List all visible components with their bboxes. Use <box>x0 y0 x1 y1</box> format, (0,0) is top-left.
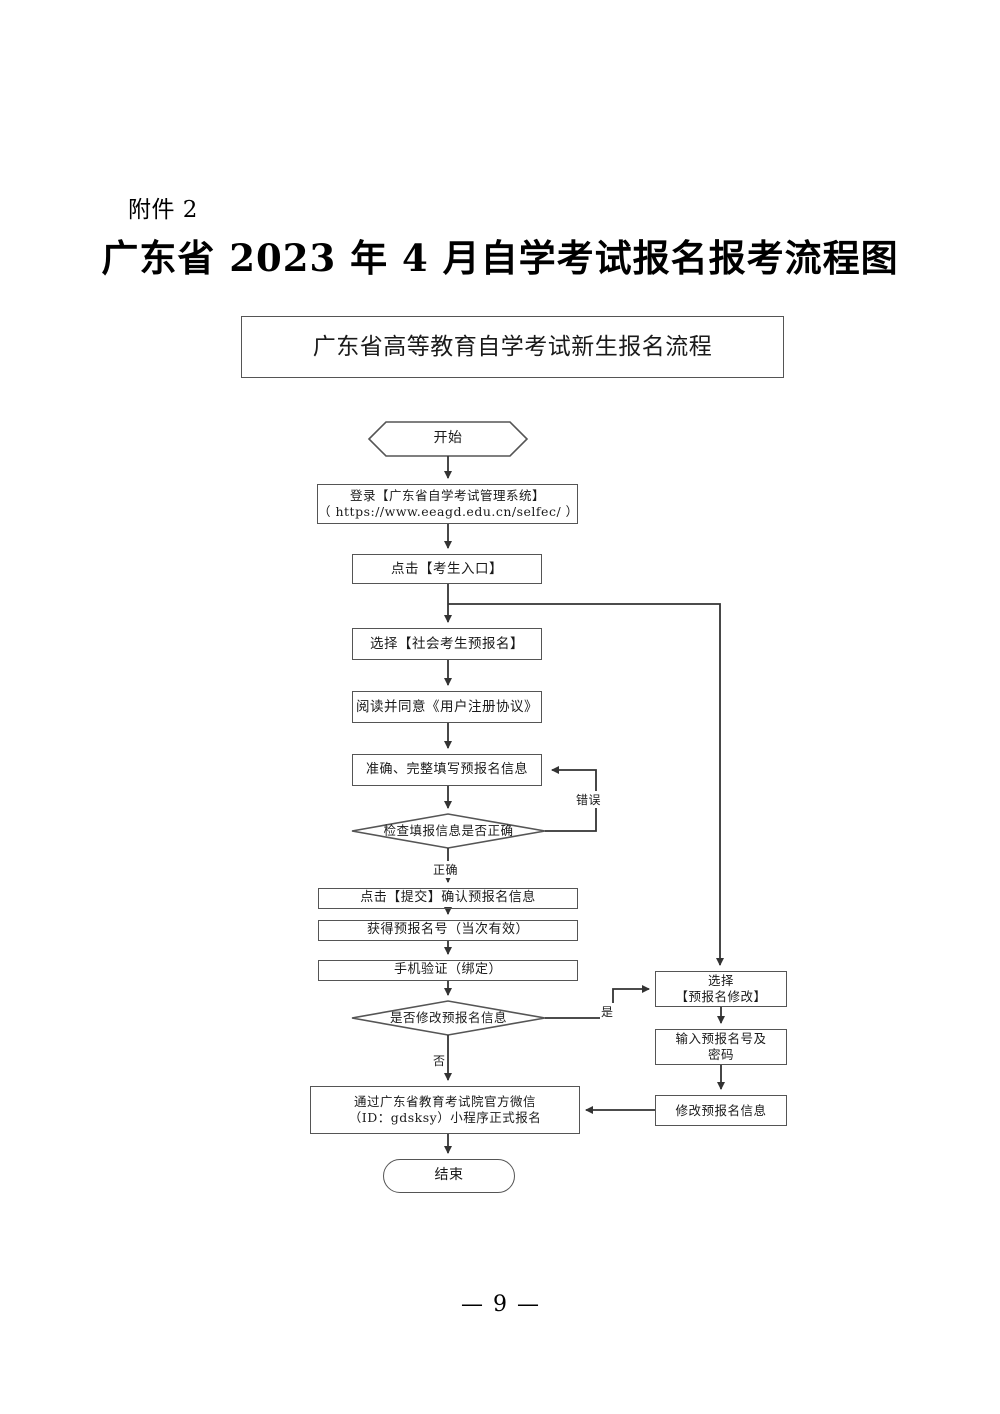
node-login-system: 登录【广东省自学考试管理系统】 （ https://www.eeagd.edu.… <box>317 484 578 524</box>
node-start-label: 开始 <box>433 430 463 447</box>
node-phone-verification: 手机验证（绑定） <box>318 960 578 981</box>
node-modify-registration-info-label: 修改预报名信息 <box>675 1102 767 1118</box>
footer-dash-right: — <box>517 1292 539 1317</box>
node-check-info-decision: 检查填报信息是否正确 <box>352 814 545 848</box>
node-candidate-portal-label: 点击【考生入口】 <box>391 560 503 577</box>
edge-label-error: 错误 <box>575 791 603 808</box>
node-get-registration-number-label: 获得预报名号（当次有效） <box>366 922 529 938</box>
node-need-modify-decision: 是否修改预报名信息 <box>352 1001 545 1035</box>
node-submit-confirm-label: 点击【提交】确认预报名信息 <box>360 890 536 906</box>
flowchart-header-text: 广东省高等教育自学考试新生报名流程 <box>312 333 713 360</box>
node-check-info-decision-label: 检查填报信息是否正确 <box>383 823 514 839</box>
node-select-pre-register: 选择【社会考生预报名】 <box>352 628 542 660</box>
node-choose-modify-label: 选择 【预报名修改】 <box>675 973 767 1004</box>
node-end: 结束 <box>383 1159 515 1193</box>
node-get-registration-number: 获得预报名号（当次有效） <box>318 920 578 941</box>
node-start: 开始 <box>369 422 527 456</box>
node-select-pre-register-label: 选择【社会考生预报名】 <box>370 635 524 652</box>
node-input-number-password: 输入预报名号及 密码 <box>655 1029 787 1065</box>
footer-dash-left: — <box>461 1292 483 1317</box>
node-user-agreement: 阅读并同意《用户注册协议》 <box>352 691 542 723</box>
flowchart-header-box: 广东省高等教育自学考试新生报名流程 <box>241 316 784 378</box>
edge-label-no: 否 <box>432 1052 447 1069</box>
node-wechat-formal-registration: 通过广东省教育考试院官方微信 （ID：gdsksy）小程序正式报名 <box>310 1086 580 1134</box>
edge-label-correct: 正确 <box>432 861 460 878</box>
node-wechat-formal-registration-label: 通过广东省教育考试院官方微信 （ID：gdsksy）小程序正式报名 <box>348 1094 542 1125</box>
node-modify-registration-info: 修改预报名信息 <box>655 1095 787 1126</box>
node-fill-registration-info-label: 准确、完整填写预报名信息 <box>365 761 528 777</box>
node-submit-confirm: 点击【提交】确认预报名信息 <box>318 888 578 909</box>
node-fill-registration-info: 准确、完整填写预报名信息 <box>352 754 542 786</box>
attachment-label: 附件 2 <box>128 197 198 223</box>
page-footer: — 9 — <box>0 1292 1000 1317</box>
start-terminator-shape <box>367 421 529 457</box>
node-input-number-password-label: 输入预报名号及 密码 <box>675 1031 767 1062</box>
node-candidate-portal: 点击【考生入口】 <box>352 554 542 584</box>
node-user-agreement-label: 阅读并同意《用户注册协议》 <box>356 698 538 715</box>
node-choose-modify: 选择 【预报名修改】 <box>655 971 787 1007</box>
edge-label-yes: 是 <box>600 1003 615 1020</box>
node-need-modify-decision-label: 是否修改预报名信息 <box>389 1010 507 1026</box>
page-number: 9 <box>493 1292 507 1317</box>
node-phone-verification-label: 手机验证（绑定） <box>393 962 502 978</box>
node-login-label: 登录【广东省自学考试管理系统】 （ https://www.eeagd.edu.… <box>318 488 579 519</box>
node-end-label: 结束 <box>434 1167 464 1184</box>
page-title: 广东省 2023 年 4 月自学考试报名报考流程图 <box>101 236 899 280</box>
